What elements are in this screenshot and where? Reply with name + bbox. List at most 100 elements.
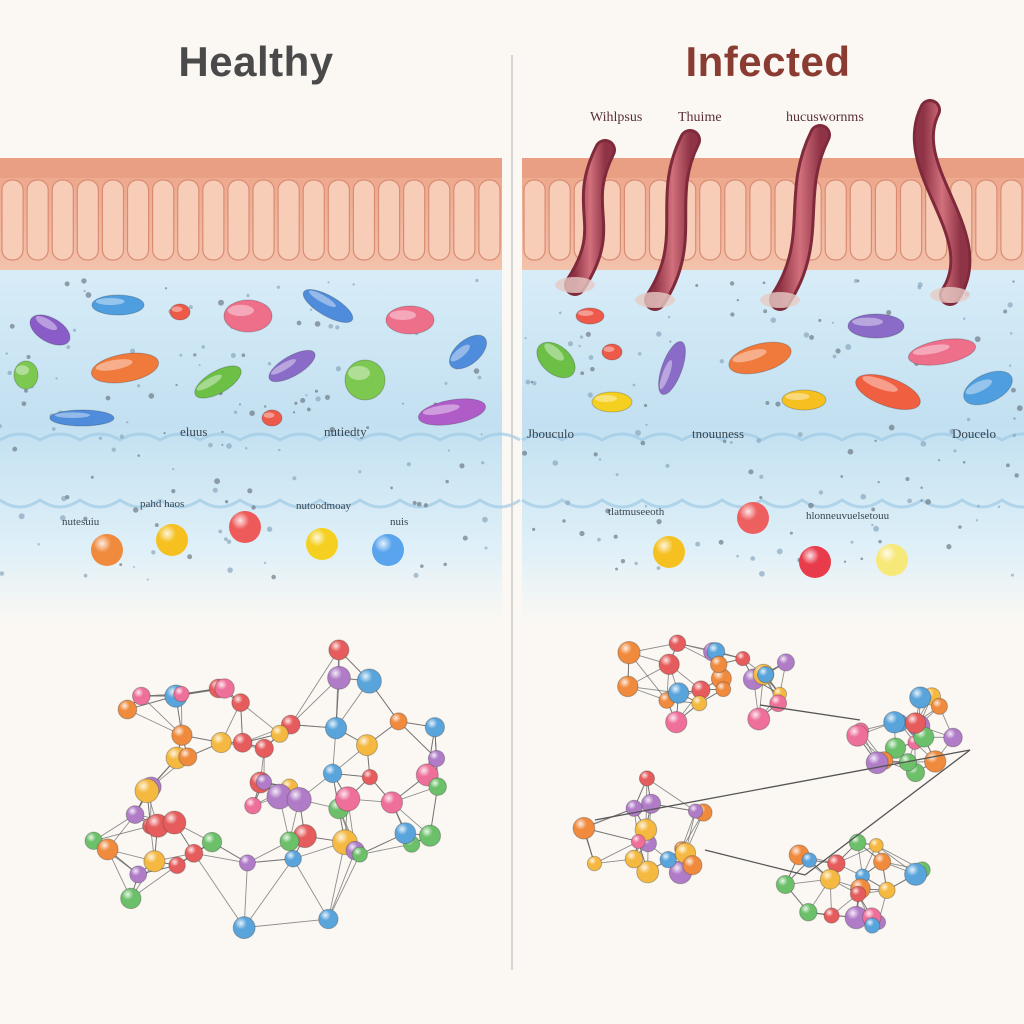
healthy-particle	[238, 403, 241, 406]
healthy-particle	[423, 503, 429, 508]
infected-particle	[729, 281, 735, 286]
network-node-shine	[184, 844, 203, 863]
infected-particle	[847, 448, 854, 455]
infected-particle	[656, 331, 662, 337]
healthy-particle	[132, 565, 135, 568]
network-node-shine	[827, 854, 846, 873]
infected-particle	[565, 500, 571, 506]
microbe-highlight	[309, 290, 336, 308]
infected-particle	[719, 359, 724, 364]
infected-particle	[871, 523, 874, 527]
infected-particle	[860, 493, 867, 500]
healthy-particle	[218, 529, 223, 534]
network-node-shine	[617, 676, 639, 697]
network-node-shine	[162, 811, 186, 835]
network-node-shine	[846, 724, 869, 747]
healthy-particle	[81, 278, 87, 284]
network-node-shine	[381, 791, 403, 814]
microbe-body	[781, 389, 827, 411]
infected-particle	[695, 541, 701, 547]
microbe-body	[658, 340, 686, 396]
healthy-title: Healthy	[178, 38, 334, 85]
microbe-body	[728, 341, 792, 375]
healthy-particle	[412, 500, 417, 506]
infected-particle	[835, 348, 841, 354]
network-edge	[290, 649, 340, 725]
worm-body	[647, 132, 698, 308]
network-node-shine	[178, 747, 197, 766]
microbe-body	[268, 349, 316, 383]
network-node-shine	[419, 825, 441, 847]
infected-particle	[920, 486, 923, 489]
network-node-shine	[168, 857, 186, 874]
healthy-epithelial-cell	[1, 179, 24, 261]
network-node-shine	[428, 750, 445, 767]
infected-particle	[860, 557, 864, 561]
healthy-particle	[212, 487, 218, 493]
infected-particle	[552, 460, 559, 466]
healthy-particle	[172, 467, 175, 471]
network-node-shine	[318, 909, 339, 929]
microbe-highlight	[95, 298, 125, 305]
healthy-particle	[163, 431, 166, 435]
network-node-shine	[669, 634, 686, 652]
network-node-shine	[682, 855, 702, 875]
infected-particle	[962, 317, 966, 320]
network-node-shine	[943, 728, 963, 747]
microbe	[344, 359, 386, 401]
network-node-shine	[129, 865, 147, 883]
immune-sphere-shine	[306, 528, 338, 560]
network-node-shine	[143, 850, 165, 872]
microbe-body	[194, 365, 242, 399]
worm-entry-site	[930, 287, 970, 303]
network-node-shine	[271, 725, 289, 743]
infected-particle	[640, 440, 646, 446]
infected-low-label-1: tlatmuseeoth	[608, 506, 665, 518]
healthy-particle	[7, 370, 12, 376]
healthy-particle	[226, 539, 232, 544]
infected-particle	[635, 429, 642, 436]
network-edge	[93, 825, 151, 842]
healthy-particle	[72, 328, 77, 332]
network-node-shine	[878, 882, 896, 899]
microbe-body	[261, 409, 283, 427]
network-node-shine	[126, 805, 144, 824]
infected-particle	[843, 560, 847, 563]
network-node-shine	[883, 711, 906, 733]
infected-particle	[524, 337, 527, 340]
infected-particle	[525, 379, 531, 385]
cluster-bridge	[759, 704, 861, 721]
healthy-particle	[445, 479, 449, 484]
network-node-shine	[869, 838, 884, 853]
infected-particle	[615, 567, 619, 571]
healthy-particle	[309, 308, 313, 312]
infected-epithelial-cell	[849, 179, 872, 261]
microbe-body	[385, 305, 435, 335]
infected-epithelial-cell	[899, 179, 923, 261]
healthy-particle	[314, 389, 319, 393]
immune-sphere-shine	[799, 546, 831, 578]
healthy-particle	[227, 567, 233, 573]
healthy-particle	[263, 405, 267, 408]
network-node-shine	[425, 717, 445, 737]
infected-particle	[920, 440, 927, 447]
healthy-epithelial-cell	[327, 179, 350, 261]
infected-particle	[615, 473, 619, 477]
infected-particle	[878, 539, 882, 544]
infected-particle	[667, 315, 671, 319]
microbe	[90, 352, 160, 384]
microbe-highlight	[15, 365, 29, 375]
healthy-particle	[473, 368, 480, 374]
network-node-shine	[293, 824, 317, 848]
microbe	[448, 334, 488, 370]
healthy-epithelial-cell	[277, 179, 300, 261]
network-node-shine	[820, 869, 841, 890]
network-edge	[594, 841, 639, 864]
healthy-particle	[292, 411, 296, 414]
infected-particle	[585, 331, 591, 337]
microbe-highlight	[965, 379, 992, 395]
network-node-shine	[823, 908, 840, 924]
infected-particle	[818, 318, 822, 322]
healthy-epithelial-cell	[377, 179, 401, 261]
